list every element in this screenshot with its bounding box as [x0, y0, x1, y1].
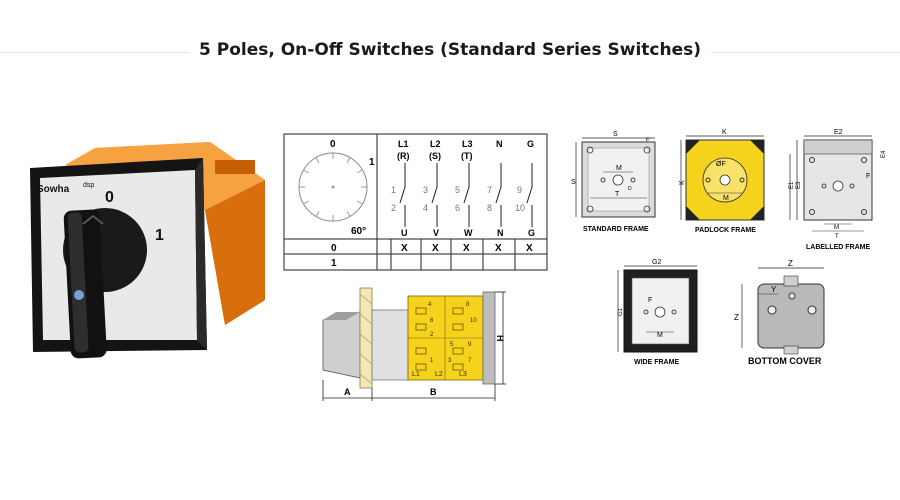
table-cell-mark: X: [526, 243, 533, 254]
frame-dim-m: M: [616, 165, 622, 172]
frame-dim-f: F: [646, 138, 650, 144]
dimension-h: H: [495, 335, 505, 342]
svg-text:8: 8: [487, 203, 492, 213]
svg-text:W: W: [464, 228, 473, 238]
screw-icon: [74, 290, 84, 300]
labelled-dim-e4: E4: [881, 150, 887, 158]
bottom-cover-label: BOTTOM COVER: [748, 356, 822, 366]
brand-sub-text: dsp: [83, 182, 94, 189]
svg-text:G: G: [528, 228, 535, 238]
contact-number: 6: [430, 318, 434, 324]
contact-number: 8: [466, 302, 470, 308]
svg-text:6: 6: [455, 203, 460, 213]
svg-text:N: N: [497, 228, 504, 238]
table-cell-mark: X: [401, 243, 408, 254]
contact-number: 9: [468, 342, 472, 348]
wide-frame-label: WIDE FRAME: [634, 359, 679, 366]
padlock-frame-label: PADLOCK FRAME: [695, 227, 756, 234]
svg-text:7: 7: [487, 185, 492, 195]
row-position-1: 1: [331, 258, 337, 269]
small-d-label: D: [628, 186, 632, 192]
labelled-dim-e3: E3: [796, 181, 802, 189]
svg-text:5: 5: [455, 185, 460, 195]
labelled-dim-t: T: [835, 234, 839, 240]
svg-text:10: 10: [515, 203, 525, 213]
dial-ticks: [299, 153, 367, 221]
labelled-dim-f: F: [866, 173, 870, 180]
pole-L1: L1 (R) 1 2 U: [391, 139, 410, 238]
bottom-dim-z-top: Z: [788, 259, 793, 268]
svg-text:3: 3: [423, 185, 428, 195]
contact-number: 1: [430, 358, 434, 364]
contact-number: 7: [468, 358, 472, 364]
standard-frame-drawing: S F M T D S STANDARD FRAME: [571, 131, 656, 233]
bottom-cover-drawing: Z Y Z BOTTOM COVER: [734, 259, 825, 366]
labelled-frame-drawing: E2 E4 E1 E3 F M T LABELLED FRAME: [789, 129, 887, 251]
frame-dim-t: T: [615, 191, 620, 198]
svg-text:(R): (R): [397, 151, 410, 161]
wide-frame-drawing: G2 F M G1 WIDE FRAME: [617, 259, 698, 366]
contact-number: 10: [470, 318, 477, 324]
switch-product-photo: Sowha dsp 0 1: [30, 142, 265, 359]
row-position-0: 0: [331, 243, 337, 254]
labelled-frame-label: LABELLED FRAME: [806, 244, 870, 251]
padlock-dim-k-side: K: [679, 180, 686, 185]
connection-diagram: 0 1 60° L1 (R) 1 2 U L2 (S) 3 4 V L3 (T)…: [283, 133, 548, 271]
labelled-dim-m: M: [834, 225, 839, 231]
labelled-dim-e2: E2: [834, 129, 843, 136]
svg-text:L3: L3: [462, 139, 473, 149]
dial-position-0: 0: [330, 139, 336, 150]
svg-text:9: 9: [517, 185, 522, 195]
svg-text:1: 1: [391, 185, 396, 195]
svg-text:(S): (S): [429, 151, 441, 161]
angle-label: 60°: [351, 226, 366, 237]
page-title: 5 Poles, On-Off Switches (Standard Serie…: [0, 40, 900, 60]
padlock-dim-f: ØF: [716, 161, 726, 168]
contact-number: 4: [428, 302, 432, 308]
dial-off-label: 0: [105, 189, 114, 206]
table-cell-mark: X: [495, 243, 502, 254]
svg-text:L1: L1: [398, 139, 409, 149]
contact-number: 2: [430, 332, 434, 338]
svg-text:4: 4: [423, 203, 428, 213]
pole-L3: L3 (T) 5 6 W: [455, 139, 473, 238]
contact-number: 3: [448, 358, 452, 364]
dimension-b: B: [430, 387, 437, 397]
table-cell-mark: X: [432, 243, 439, 254]
bottom-dim-z-side: Z: [734, 313, 739, 322]
wide-dim-g1: G1: [618, 307, 624, 316]
frame-dim-s-side: S: [571, 179, 576, 186]
wide-dim-g2: G2: [652, 259, 661, 266]
svg-text:L2: L2: [430, 139, 441, 149]
terminal-label-L2: L2: [435, 371, 443, 378]
table-cell-mark: X: [463, 243, 470, 254]
pole-G: G 9 10 G: [515, 139, 535, 238]
standard-frame-label: STANDARD FRAME: [583, 226, 649, 233]
padlock-dim-m: M: [723, 195, 729, 202]
contact-number: 5: [450, 342, 454, 348]
terminal-label-L3: L3: [459, 371, 467, 378]
brand-logo-text: Sowha: [37, 184, 70, 195]
bottom-dim-y: Y: [771, 285, 777, 294]
dial-on-label: 1: [155, 227, 164, 244]
dial-position-1: 1: [369, 157, 375, 168]
side-view-drawing: 4 8 6 10 2 5 9 1 3 7 L1 L2 L3 A B H: [322, 287, 506, 401]
dimension-a: A: [344, 387, 351, 397]
padlock-frame-drawing: K ØF M K PADLOCK FRAME: [679, 129, 765, 234]
wide-dim-m: M: [657, 332, 663, 339]
frame-dim-s-top: S: [613, 131, 618, 138]
svg-text:N: N: [496, 139, 503, 149]
svg-text:2: 2: [391, 203, 396, 213]
terminal-label-L1: L1: [412, 371, 420, 378]
labelled-dim-e1: E1: [789, 181, 795, 189]
pole-L2: L2 (S) 3 4 V: [423, 139, 441, 238]
svg-text:(T): (T): [461, 151, 473, 161]
padlock-dim-k-top: K: [722, 129, 727, 136]
svg-text:G: G: [527, 139, 534, 149]
page-title-text: 5 Poles, On-Off Switches (Standard Serie…: [188, 40, 711, 60]
svg-text:V: V: [433, 228, 439, 238]
pole-N: N 7 8 N: [487, 139, 504, 238]
wide-dim-f: F: [648, 297, 652, 304]
svg-text:U: U: [401, 228, 408, 238]
